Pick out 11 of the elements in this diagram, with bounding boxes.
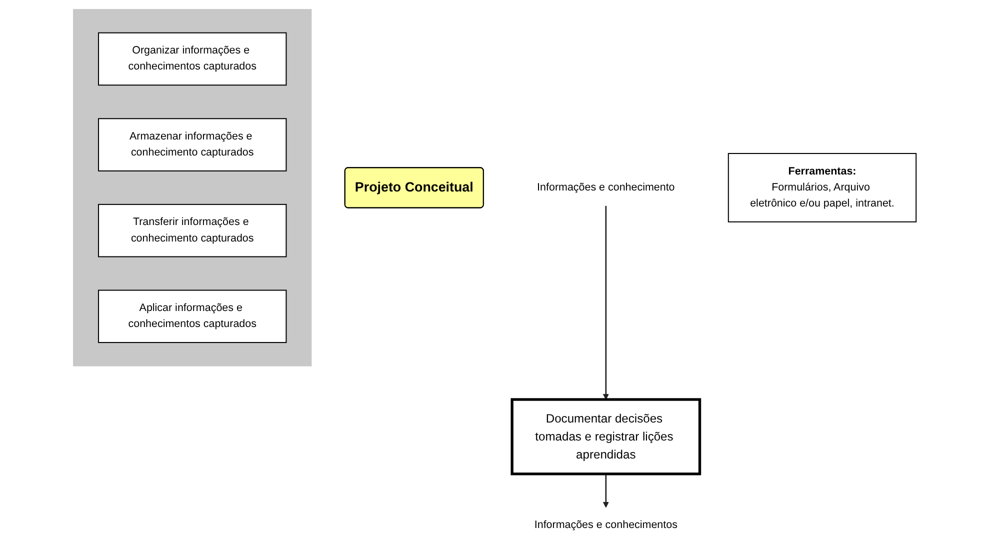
node-text: Informações e conhecimento: [537, 181, 676, 193]
node-box: Aplicar informações e conhecimentos capturados: [98, 289, 287, 343]
node-box: Organizar informações e conhecimentos capturados: [98, 32, 287, 86]
node-box: Documentar decisões tomadas e registrar lições aprendidas: [511, 398, 702, 475]
node-box: Transferir informações e conhecimento capturados: [98, 203, 287, 257]
node-box: Ferramentas: Formulários, Arquivo eletrônico e/ou papel, intranet.: [728, 152, 917, 222]
node-text: Informações e conhecimentos: [534, 518, 678, 530]
node-box: Armazenar informações e conhecimento capturados: [98, 118, 287, 171]
cluster: [73, 8, 312, 366]
arrow: [603, 473, 610, 508]
arrow: [603, 205, 610, 400]
